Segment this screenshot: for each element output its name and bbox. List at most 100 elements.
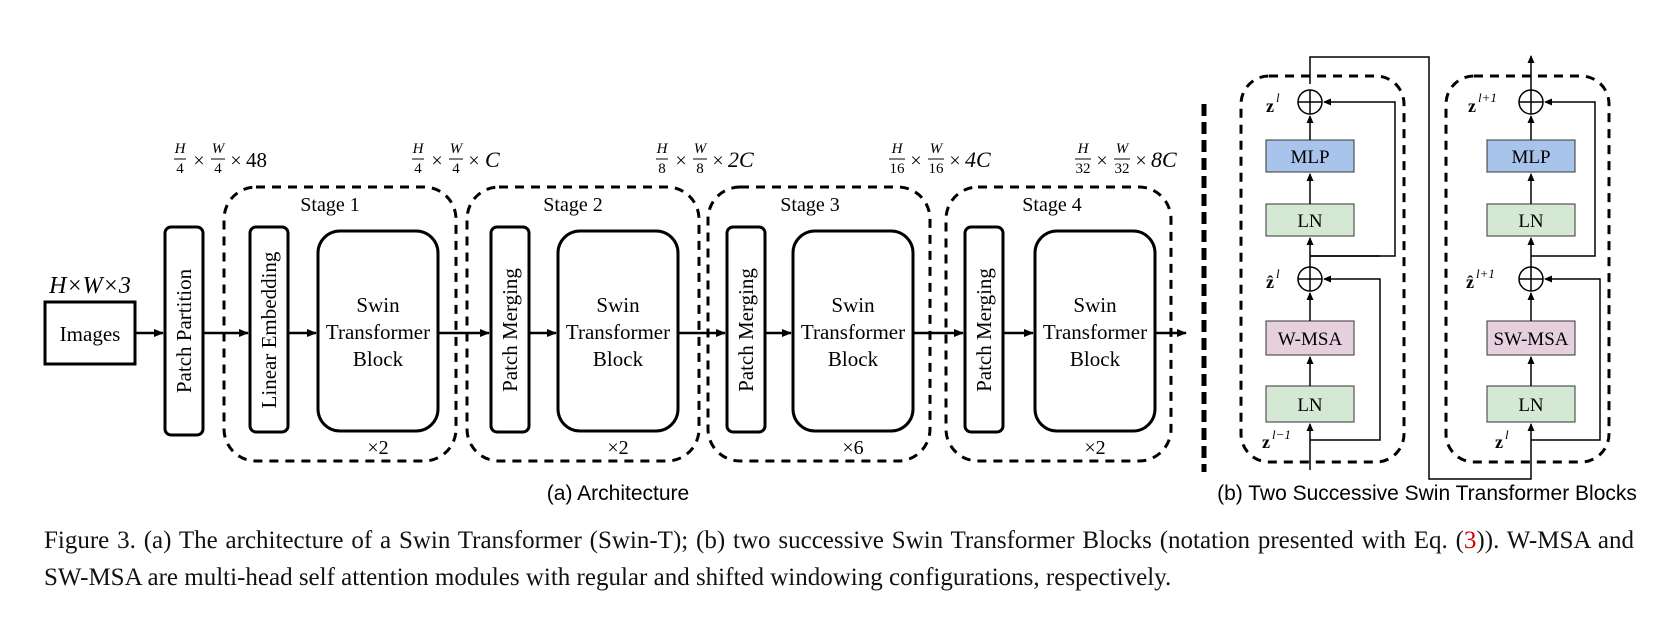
stage-1-block-line-1: Swin [356,293,400,317]
svg-text:×: × [712,150,723,172]
stage-2-frame [465,185,701,463]
figure-caption: Figure 3. (a) The architecture of a Swin… [44,522,1634,596]
svg-text:×: × [468,150,479,172]
right-z-hat-label: ẑ l+1 [1466,266,1495,292]
stage-4-repeat: ×2 [1084,437,1105,459]
stage-4-frame [944,185,1173,463]
left-block-arrows [1306,98,1396,470]
patch-partition-box [163,225,205,437]
right-ln-top-box [1486,203,1576,237]
svg-text:l: l [1505,427,1509,442]
left-attn-box [1265,320,1355,356]
stage-3-swin-block [791,229,915,433]
stage-2-patch-merging-label: Patch Merging [498,268,522,392]
patch-partition-label: Patch Partition [172,268,196,393]
svg-text:C: C [485,147,500,172]
stage-4-block-line-1: Swin [1073,293,1117,317]
svg-text:H: H [656,141,669,157]
block-link-line [1309,56,1532,480]
svg-text:48: 48 [246,148,267,172]
svg-text:z: z [1495,432,1503,452]
svg-text:8: 8 [696,161,704,177]
svg-text:8C: 8C [1151,147,1177,172]
stage-2-dims: H 8 × W 8 × 2C [656,141,754,177]
partition-dims: H 4 × W 4 × 48 [174,141,267,177]
right-attn-box [1486,320,1576,356]
left-ln-top-box [1265,203,1355,237]
right-block-arrows [1527,98,1601,441]
svg-text:32: 32 [1115,161,1130,177]
left-z-hat-label: ẑ l [1266,266,1280,292]
stage-3-block-line-2: Transformer [801,320,905,344]
svg-text:l+1: l+1 [1478,90,1497,105]
svg-text:2C: 2C [728,147,754,172]
linear-embedding-label: Linear Embedding [257,251,281,408]
stage-1-title: Stage 1 [300,194,359,216]
right-ln-top-label: LN [1518,211,1544,232]
right-mlp-label: MLP [1511,147,1550,168]
svg-text:×: × [193,150,204,172]
stage-2-patch-merging-box [489,225,531,434]
svg-text:×: × [949,150,960,172]
right-attn-label: SW-MSA [1494,329,1569,350]
stage-3-repeat: ×6 [842,437,863,459]
stage-2-block-line-2: Transformer [566,320,670,344]
svg-text:×: × [230,150,241,172]
svg-text:W: W [450,141,464,157]
svg-text:l: l [1276,266,1280,281]
right-ln-bottom-box [1486,385,1576,423]
left-block-frame [1239,74,1406,464]
svg-text:H: H [412,141,425,157]
stage-4-dims: H 32 × W 32 × 8C [1075,141,1177,177]
stage-2-swin-block [556,229,680,433]
input-dims-label: H×W×3 [48,273,131,299]
blocks-caption: (b) Two Successive Swin Transformer Bloc… [1217,482,1637,505]
svg-text:×: × [431,150,442,172]
stage-2-repeat: ×2 [607,437,628,459]
stage-3-dims: H 16 × W 16 × 4C [889,141,991,177]
svg-text:×: × [910,150,921,172]
stage-4-title: Stage 4 [1022,194,1081,216]
stage-3-patch-merging-box [725,225,767,434]
svg-text:4C: 4C [965,147,991,172]
stage-1-frame [222,185,458,463]
svg-text:H: H [891,141,904,157]
right-z-out-label: z l+1 [1468,90,1497,116]
images-label: Images [60,322,121,346]
stage-1-block-line-3: Block [353,347,404,371]
svg-text:×: × [1096,150,1107,172]
svg-text:×: × [675,150,686,172]
svg-text:W: W [1116,141,1130,157]
stage-1-swin-block [316,229,440,433]
right-mlp-box [1486,139,1576,173]
svg-text:W: W [930,141,944,157]
svg-text:32: 32 [1076,161,1091,177]
svg-text:4: 4 [452,161,460,177]
svg-text:4: 4 [214,161,222,177]
svg-text:16: 16 [890,161,906,177]
stage-3-patch-merging-label: Patch Merging [734,268,758,392]
stage-3-block-line-3: Block [828,347,879,371]
stage-4-patch-merging-label: Patch Merging [972,268,996,392]
svg-text:H: H [1077,141,1090,157]
right-ln-bottom-label: LN [1518,395,1544,416]
left-mlp-box [1265,139,1355,173]
images-box [43,300,137,366]
left-attn-label: W-MSA [1278,329,1343,350]
figure-caption-part-2: )). W-MSA and SW-MSA are multi-head self… [44,527,1634,591]
svg-text:4: 4 [414,161,422,177]
left-z-out-label: z l [1266,90,1280,116]
svg-text:8: 8 [658,161,666,177]
svg-text:16: 16 [929,161,945,177]
svg-text:H: H [174,141,187,157]
left-z-in-label: z l−1 [1262,427,1291,452]
equation-ref-link[interactable]: 3 [1463,527,1477,554]
stage-4-block-line-3: Block [1070,347,1121,371]
svg-text:l: l [1276,90,1280,105]
figure-caption-part-1: Figure 3. (a) The architecture of a Swin… [44,527,1464,554]
svg-text:z: z [1262,432,1270,452]
architecture-caption: (a) Architecture [547,482,689,505]
left-ln-top-label: LN [1297,211,1323,232]
svg-text:W: W [694,141,708,157]
